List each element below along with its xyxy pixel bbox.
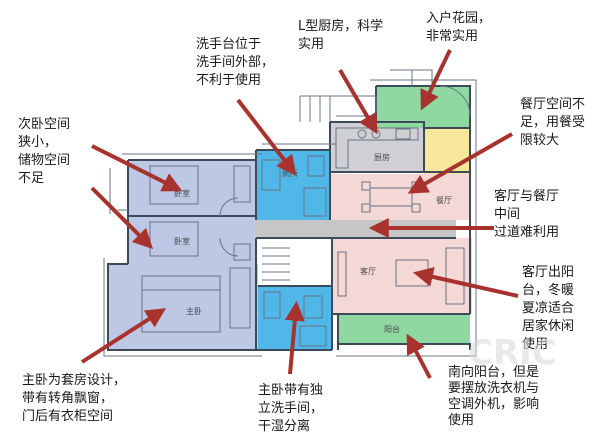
note-dining: 餐厅空间不 足，用餐受 限较大	[520, 96, 589, 148]
balcony-fill	[338, 314, 470, 344]
room-label-bedroom-upper: 卧室	[174, 188, 190, 198]
dining-table	[369, 187, 413, 207]
annotation-arrows	[80, 49, 519, 379]
toilet-upper	[307, 155, 325, 177]
room-label-balcony: 阳台	[384, 324, 400, 334]
bed-upper	[149, 165, 199, 205]
note-master-bath: 主卧带有独 立洗手间， 干湿分离	[258, 383, 327, 434]
bedroom-lower-fill	[128, 216, 256, 264]
note-corridor: 客厅与餐厅 中间 过道难利用	[494, 188, 563, 240]
arrow-bedroom2	[91, 144, 183, 192]
rooms-layer	[108, 86, 472, 350]
corridor-fill	[256, 220, 456, 238]
cric-watermark: CRIC	[468, 333, 557, 373]
note-kitchen: L型厨房，科学 实用	[298, 18, 387, 52]
room-label-master-bedroom: 主卧	[186, 306, 202, 316]
note-living: 客厅出阳 台，冬暖 夏凉适合 居家休闲 使用	[522, 264, 578, 352]
washbasin-lower	[263, 291, 281, 319]
room-label-kitchen: 厨房	[374, 152, 390, 162]
utility-fill	[424, 128, 470, 176]
sofa	[445, 247, 465, 305]
bedroom-upper-fill	[128, 160, 256, 216]
arrow-balcony	[406, 333, 432, 379]
arrow-bedroom2-storage	[90, 186, 154, 250]
arrow-garden	[420, 49, 452, 111]
arrow-master	[80, 308, 167, 364]
note-washbasin: 洗手台位于 洗手间外部， 不利于使用	[196, 37, 278, 88]
dining-fill	[330, 174, 470, 220]
tv-cabinet	[337, 251, 347, 297]
bed-master	[141, 275, 221, 333]
living-fill	[332, 238, 472, 314]
room-label-living: 客厅	[360, 266, 376, 276]
room-label-dining: 餐厅	[436, 196, 452, 205]
note-balcony: 南向阳台，但是 要摆放洗衣机与 空调外机，影响 使用	[448, 364, 543, 428]
shower-lower	[299, 325, 327, 347]
furniture-layer	[141, 85, 471, 347]
arrow-washbasin	[236, 98, 297, 176]
room-label-bedroom-lower: 卧室	[174, 236, 190, 246]
shower-upper	[303, 187, 327, 217]
note-master: 主卧为套房设计， 带有转角飘窗， 门后有衣柜空间	[22, 372, 130, 424]
note-bedroom2: 次卧空间 狭小， 储物空间 不足	[18, 116, 74, 186]
annotation-notes: 次卧空间 狭小， 储物空间 不足 洗手台位于 洗手间外部， 不利于使用 L型厨房…	[18, 10, 589, 434]
arrow-kitchen	[338, 68, 378, 135]
kitchen-l-counter	[335, 127, 419, 169]
note-garden: 入户花园， 非常实用	[426, 10, 495, 44]
master-bedroom-fill	[108, 264, 258, 350]
arrow-living	[412, 267, 519, 298]
arrow-dining	[407, 132, 513, 194]
arrow-master-bath	[284, 300, 305, 375]
